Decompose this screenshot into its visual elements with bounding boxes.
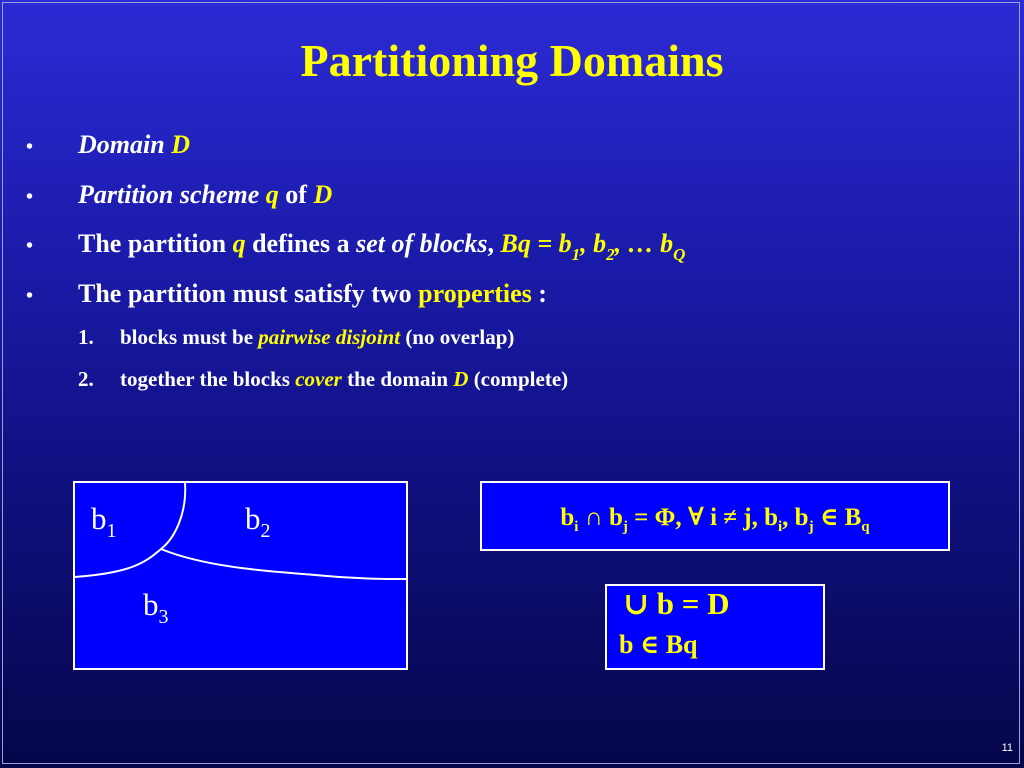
bullet-text: defines a: [252, 229, 350, 258]
bullet-marker: •: [26, 235, 34, 257]
pairwise-disjoint-term: pairwise disjoint: [258, 325, 401, 349]
bullet-marker: •: [26, 186, 34, 208]
block-label-b3: b3: [143, 587, 169, 628]
cover-formula: ∪ b = D: [623, 586, 730, 621]
bullet-text: Domain: [78, 130, 165, 159]
domain-symbol: D: [313, 180, 333, 209]
bullet-text: The partition: [78, 229, 227, 258]
bullet-text: The partition must satisfy two: [78, 279, 412, 308]
partition-diagram: b1 b2 b3: [73, 481, 408, 670]
page-number: 11: [1001, 742, 1013, 754]
boundary-b1: [75, 483, 187, 578]
bullet-marker: •: [26, 285, 34, 307]
cover-term: cover: [295, 367, 342, 391]
blocks-formula: Bq = b1, b2, … bQ: [500, 229, 686, 264]
partition-symbol: q: [232, 229, 246, 258]
item-number: 1.: [78, 325, 94, 349]
boundary-b3: [160, 548, 406, 580]
domain-symbol: D: [171, 130, 190, 159]
properties-term: properties: [418, 279, 532, 308]
bullet-text: of: [285, 180, 307, 209]
cover-formula-box: ∪ b = D b ∈ Bq: [605, 584, 825, 670]
bullet-marker: •: [26, 136, 34, 158]
slide-title: Partitioning Domains: [300, 35, 724, 86]
disjoint-formula-box: bi ∩ bj = Φ, ∀ i ≠ j, bi, bj ∈ Bq: [480, 481, 950, 551]
block-label-b1: b1: [91, 501, 117, 542]
item-number: 2.: [78, 367, 94, 391]
bullet-text: Partition scheme: [78, 180, 260, 209]
partition-symbol: q: [265, 180, 279, 209]
partition-boundaries: [75, 483, 406, 580]
block-label-b2: b2: [245, 501, 271, 542]
disjoint-formula: bi ∩ bj = Φ, ∀ i ≠ j, bi, bj ∈ Bq: [560, 504, 870, 535]
cover-formula-index: b ∈ Bq: [619, 630, 698, 659]
set-of-blocks-term: set of blocks: [356, 229, 488, 258]
domain-symbol: D: [453, 367, 469, 391]
